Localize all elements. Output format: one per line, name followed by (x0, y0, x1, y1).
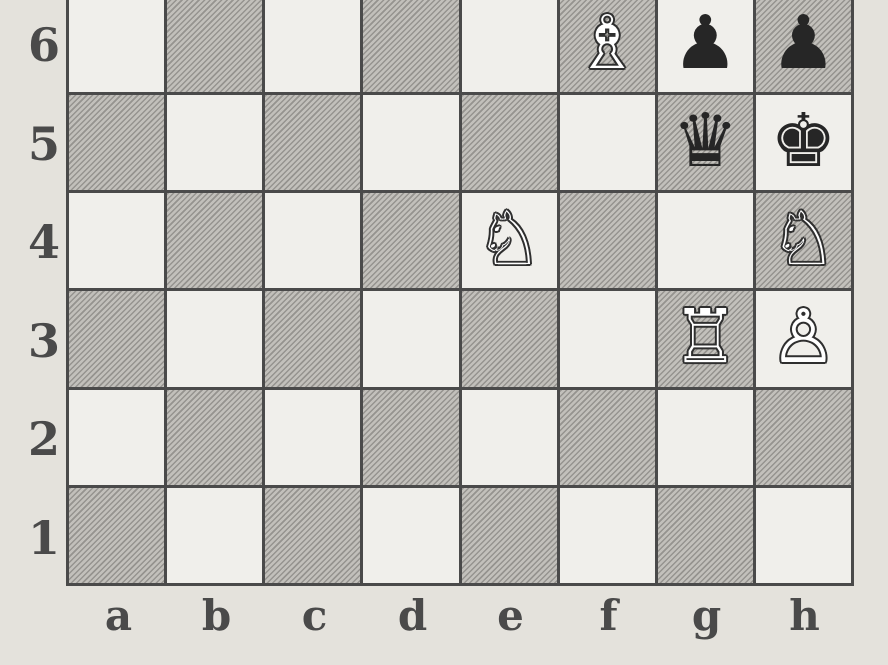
square-a2[interactable] (69, 390, 164, 485)
square-f5[interactable] (560, 95, 655, 190)
black-pawn-h6[interactable]: ♟ (770, 6, 836, 80)
square-f4[interactable] (560, 193, 655, 288)
square-e1[interactable] (462, 488, 557, 583)
square-f3[interactable] (560, 291, 655, 386)
chess-board: ♗ ♟ ♟ ♛ ♚ ♘ ♘ ♖ ♙ (66, 0, 854, 586)
square-c1[interactable] (265, 488, 360, 583)
square-d4[interactable] (363, 193, 458, 288)
square-f1[interactable] (560, 488, 655, 583)
square-g5[interactable]: ♛ (658, 95, 753, 190)
square-h5[interactable]: ♚ (756, 95, 851, 190)
square-d1[interactable] (363, 488, 458, 583)
square-h2[interactable] (756, 390, 851, 485)
square-e3[interactable] (462, 291, 557, 386)
rank-label-1: 1 (26, 515, 62, 561)
square-e4[interactable]: ♘ (462, 193, 557, 288)
square-c4[interactable] (265, 193, 360, 288)
square-a4[interactable] (69, 193, 164, 288)
square-d3[interactable] (363, 291, 458, 386)
rank-label-2: 2 (26, 416, 62, 462)
square-a1[interactable] (69, 488, 164, 583)
white-rook-g3[interactable]: ♖ (672, 300, 738, 374)
file-label-h: h (756, 595, 853, 637)
square-e2[interactable] (462, 390, 557, 485)
rank-label-5: 5 (26, 121, 62, 167)
square-a6[interactable] (69, 0, 164, 92)
square-d2[interactable] (363, 390, 458, 485)
square-h6[interactable]: ♟ (756, 0, 851, 92)
file-label-g: g (658, 595, 755, 637)
square-b3[interactable] (167, 291, 262, 386)
white-knight-h4[interactable]: ♘ (770, 202, 836, 276)
rank-label-6: 6 (26, 22, 62, 68)
square-d6[interactable] (363, 0, 458, 92)
file-label-e: e (462, 595, 559, 637)
square-a3[interactable] (69, 291, 164, 386)
square-a5[interactable] (69, 95, 164, 190)
square-e6[interactable] (462, 0, 557, 92)
white-bishop-f6[interactable]: ♗ (574, 6, 640, 80)
file-label-c: c (266, 595, 363, 637)
file-label-d: d (364, 595, 461, 637)
square-b4[interactable] (167, 193, 262, 288)
black-queen-g5[interactable]: ♛ (672, 104, 738, 178)
square-g6[interactable]: ♟ (658, 0, 753, 92)
square-b1[interactable] (167, 488, 262, 583)
square-g1[interactable] (658, 488, 753, 583)
square-b6[interactable] (167, 0, 262, 92)
square-h3[interactable]: ♙ (756, 291, 851, 386)
black-pawn-g6[interactable]: ♟ (672, 6, 738, 80)
square-b2[interactable] (167, 390, 262, 485)
file-label-f: f (560, 595, 657, 637)
file-label-b: b (168, 595, 265, 637)
square-h1[interactable] (756, 488, 851, 583)
white-knight-e4[interactable]: ♘ (476, 202, 542, 276)
file-label-a: a (70, 595, 167, 637)
square-c5[interactable] (265, 95, 360, 190)
square-f2[interactable] (560, 390, 655, 485)
rank-label-3: 3 (26, 318, 62, 364)
rank-label-4: 4 (26, 219, 62, 265)
square-e5[interactable] (462, 95, 557, 190)
white-pawn-h3[interactable]: ♙ (770, 300, 836, 374)
square-g2[interactable] (658, 390, 753, 485)
square-h4[interactable]: ♘ (756, 193, 851, 288)
square-c6[interactable] (265, 0, 360, 92)
square-f6[interactable]: ♗ (560, 0, 655, 92)
square-c2[interactable] (265, 390, 360, 485)
square-c3[interactable] (265, 291, 360, 386)
square-g4[interactable] (658, 193, 753, 288)
square-b5[interactable] (167, 95, 262, 190)
black-king-h5[interactable]: ♚ (770, 104, 836, 178)
square-g3[interactable]: ♖ (658, 291, 753, 386)
square-d5[interactable] (363, 95, 458, 190)
